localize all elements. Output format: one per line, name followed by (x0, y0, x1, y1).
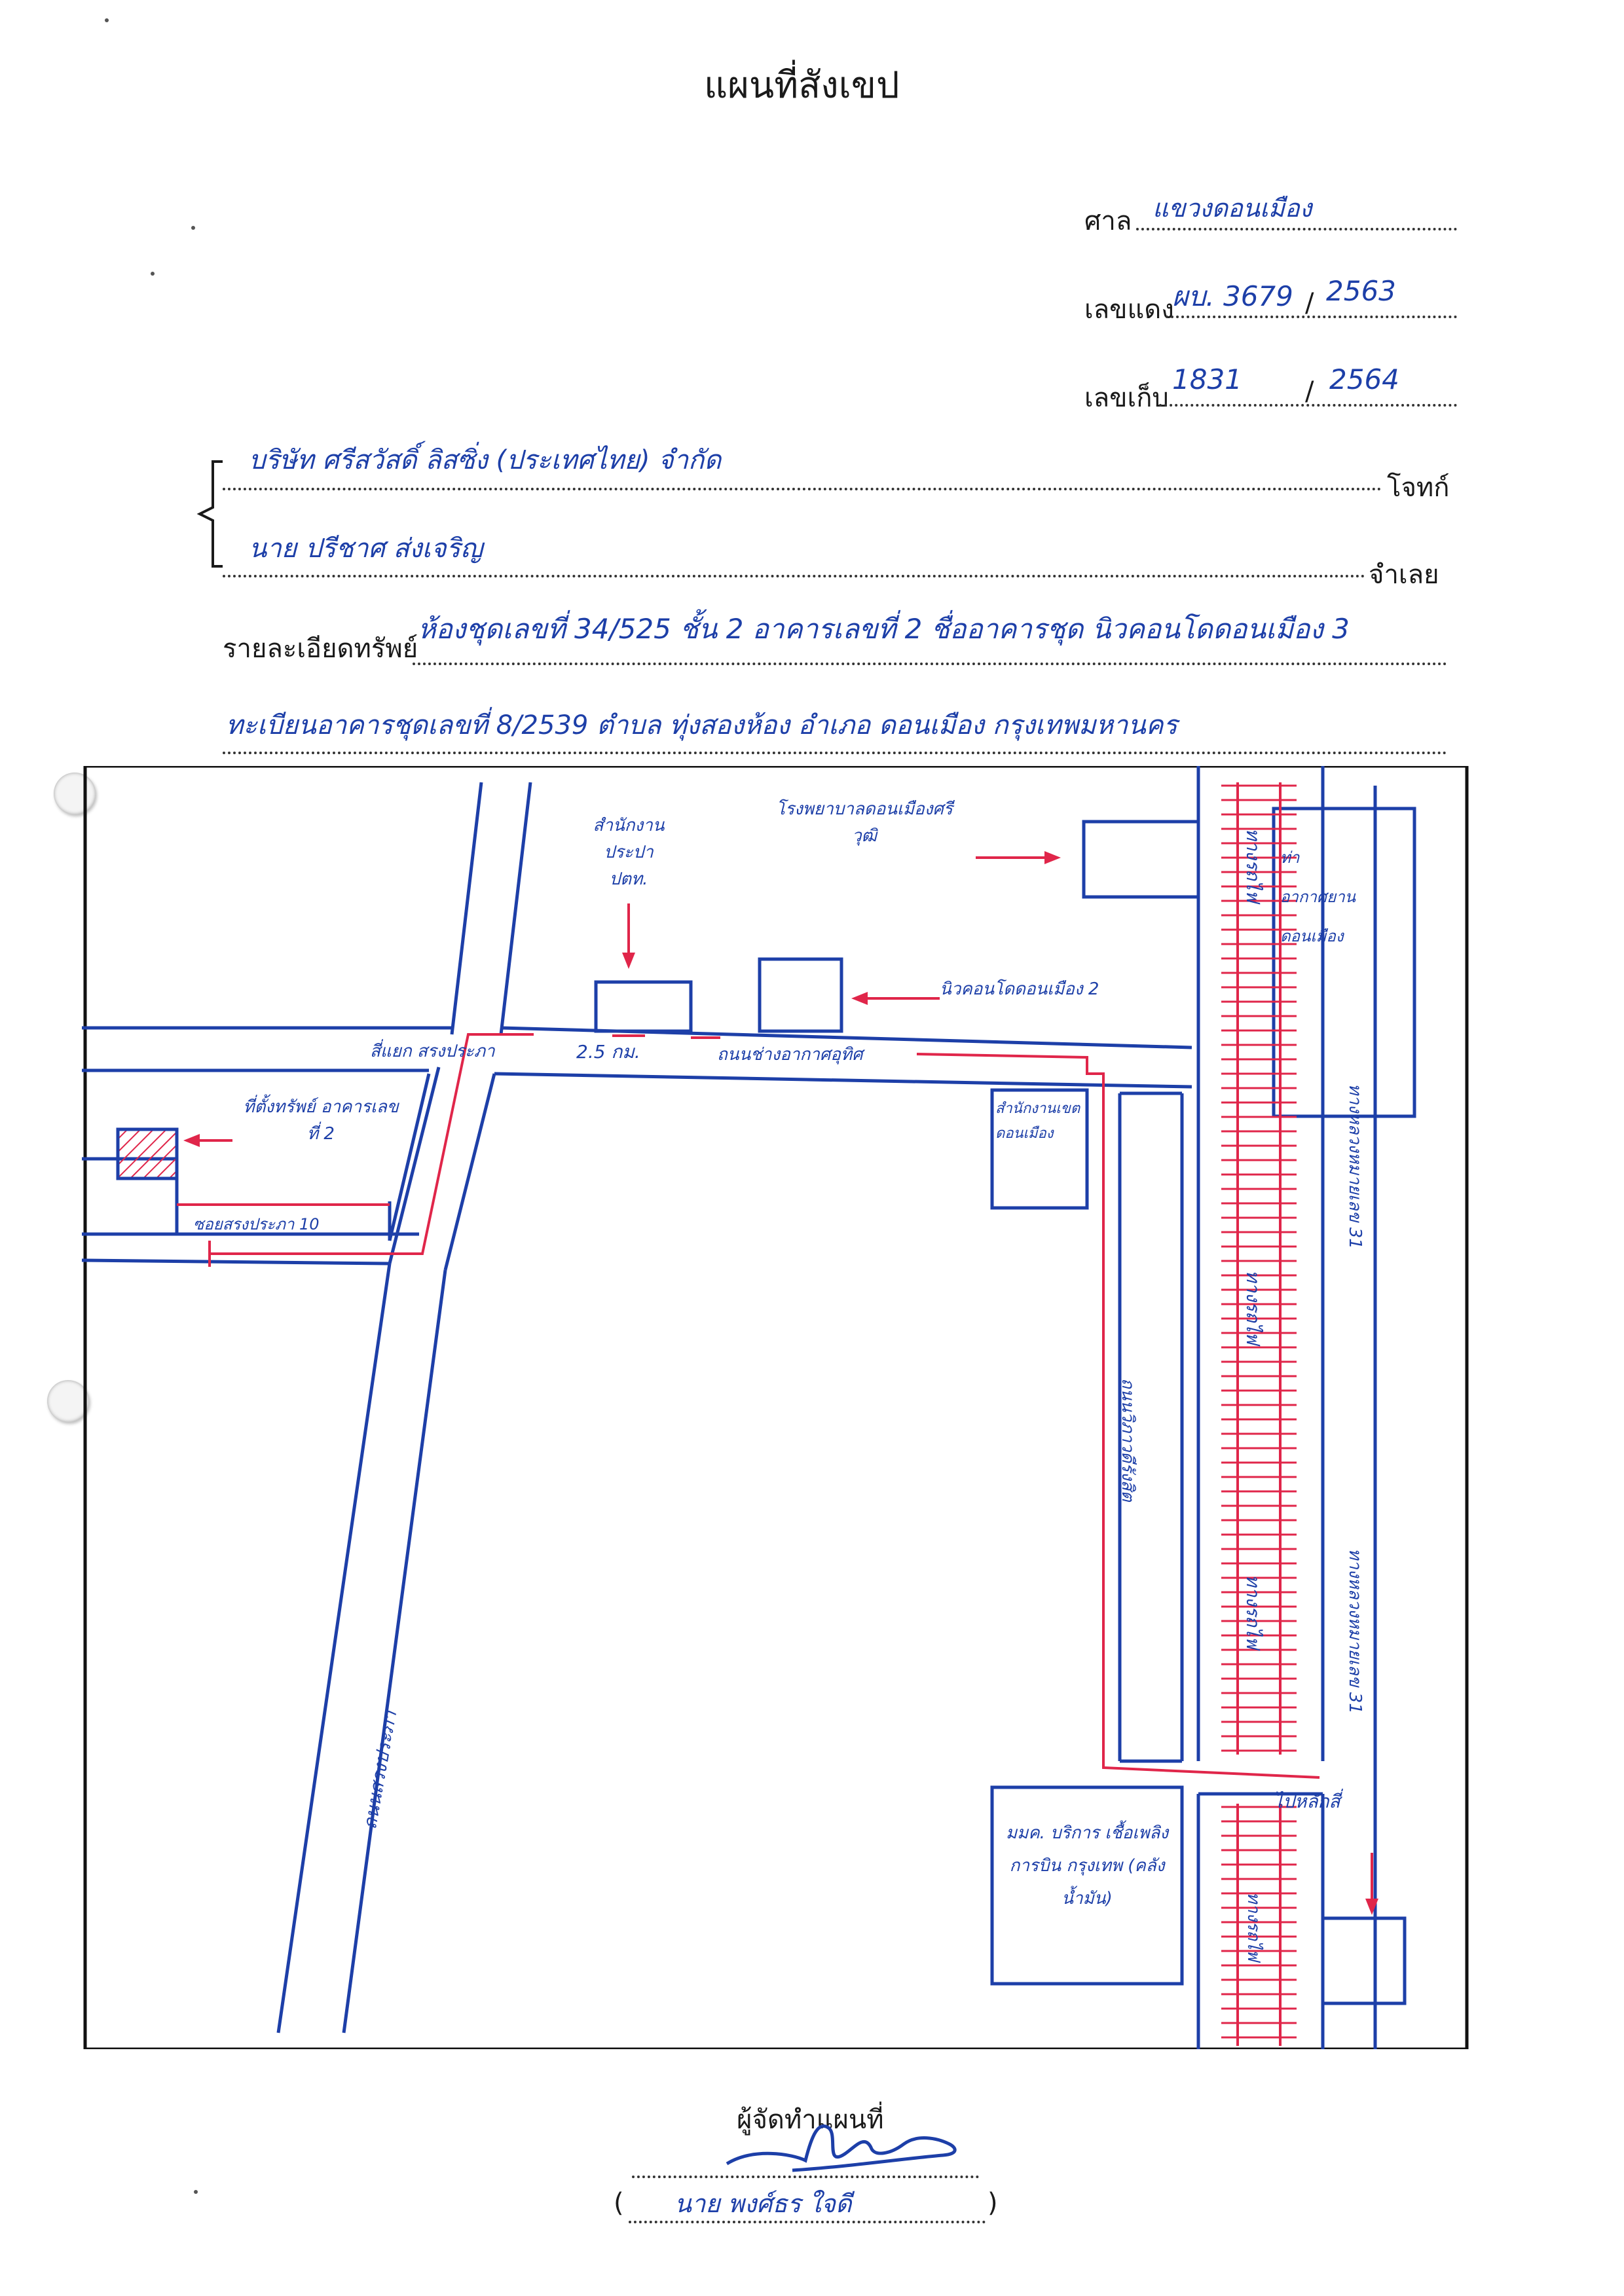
label-district-office: สำนักงานเขตดอนเมือง (995, 1101, 1080, 1142)
court-value: แขวงดอนเมือง (1153, 194, 1312, 223)
district-office-building (990, 1088, 1089, 1210)
speck (191, 226, 195, 230)
plaintiff-value: บริษัท ศรีสวัสดิ์ ลิสซิ่ง (ประเทศไทย) จำ… (249, 445, 722, 475)
label-soi: ซอยสรงประภา 10 (193, 1215, 320, 1233)
speck (194, 2190, 198, 2194)
storage-no-year: 2564 (1329, 363, 1399, 395)
punch-hole-top (54, 773, 96, 814)
defendant-label: จำเลย (1369, 560, 1439, 590)
page-title: แผนที่สังเขป (704, 64, 900, 107)
road-diagonal-north (450, 782, 532, 1035)
road-vibhavadi (1118, 1091, 1184, 1763)
label-hospital: โรงพยาบาลดอนเมืองศรีวุฒิ (776, 799, 953, 846)
arrow-property (183, 1134, 232, 1147)
arrow-hospital (976, 851, 1061, 864)
arrow-station (1365, 1853, 1378, 1915)
sketch-map: สำนักงานประปา ปตท. โรงพยาบาลดอนเมืองศรีว… (62, 766, 1470, 2049)
mapper-label: ผู้จัดทำแผนที่ (737, 2105, 884, 2135)
label-distance: 2.5 กม. (576, 1041, 640, 1063)
arrow-condo (851, 992, 940, 1005)
label-condo: นิวคอนโดดอนเมือง 2 (940, 979, 1099, 999)
court-dotted-line (1136, 228, 1457, 230)
property-line2-dotted (223, 752, 1447, 754)
black-no-year: 2563 (1326, 275, 1396, 307)
label-water-office: สำนักงานประปา ปตท. (593, 816, 665, 889)
fuel-depot-building (990, 1785, 1184, 1986)
label-property-marker: ที่ตั้งทรัพย์ อาคารเลขที่ 2 (243, 1097, 399, 1144)
defendant-dotted-line (223, 575, 1365, 577)
station-building (1321, 1916, 1407, 2005)
black-no-label: เลขแดง (1084, 295, 1174, 325)
label-chaeng: ไปหลักสี่ (1274, 1791, 1340, 1812)
speck (105, 18, 109, 22)
map-border (83, 766, 1469, 2049)
railway-corridor (1196, 766, 1377, 2049)
railway-ties (1221, 784, 1297, 2039)
label-warehouse: มมค. บริการ เชื้อเพลิง การบิน กรุงเทพ (ค… (1005, 1823, 1169, 1908)
speck (151, 272, 155, 276)
label-road-vibhavadi: ถนนวิภาวดีรังสิต (1118, 1378, 1137, 1502)
black-no-dotted-line (1166, 316, 1457, 318)
label-junction: สี่แยก สรงประภา (370, 1042, 495, 1061)
mapper-signature-dotted (632, 2176, 979, 2178)
property-building (116, 1127, 179, 1180)
storage-no-value: 1831 (1172, 363, 1242, 395)
label-railway-3: ทางรถไฟ (1242, 1575, 1264, 1649)
route-line-4 (916, 1053, 1320, 1779)
label-highway-1: ทางหลวงหมายเลข 31 (1345, 1084, 1365, 1249)
property-line1: ห้องชุดเลขที่ 34/525 ชั้น 2 อาคารเลขที่ … (418, 613, 1350, 645)
label-highway-2: ทางหลวงหมายเลข 31 (1345, 1548, 1365, 1714)
black-no-value: ผบ. 3679 (1172, 280, 1293, 312)
signature-icon (726, 2124, 957, 2172)
storage-no-label: เลขเก็บ (1084, 383, 1169, 413)
label-railway-2: ทางรถไฟ (1242, 1270, 1264, 1345)
defendant-value: นาย ปรีชาศ ส่งเจริญ (249, 534, 483, 564)
hospital-building (1082, 820, 1200, 899)
mapper-name: นาย พงศ์ธร ใจดี (674, 2189, 852, 2218)
court-label: ศาล (1084, 206, 1132, 236)
plaintiff-dotted-line (223, 488, 1382, 490)
label-railway-4: ทางรถไฟ (1244, 1892, 1263, 1961)
label-railway-1: ทางรถไฟ (1242, 828, 1264, 903)
label-road-main: ถนนช่างอากาศอุทิศ (717, 1045, 863, 1065)
route-line-1 (210, 1033, 534, 1255)
parties-bracket (196, 460, 223, 568)
paren-open: ( (614, 2188, 624, 2218)
storage-no-slash: / (1305, 376, 1314, 407)
road-diagonal-south (276, 1066, 496, 2033)
punch-hole-middle (47, 1380, 89, 1422)
label-airport: ท่าอากาศยาน ดอนเมือง (1280, 848, 1356, 945)
property-line1-dotted (413, 663, 1447, 665)
property-label: รายละเอียดทรัพย์ (223, 634, 418, 664)
storage-no-dotted-line (1159, 404, 1457, 407)
mapper-name-dotted (629, 2221, 986, 2223)
water-office-building (594, 980, 693, 1033)
condo-building (758, 957, 843, 1033)
paren-close: ) (987, 2188, 998, 2218)
arrow-water-office (622, 903, 635, 969)
black-no-slash: / (1305, 288, 1314, 318)
airport-building (1272, 807, 1416, 1118)
plaintiff-label: โจทก์ (1387, 473, 1450, 503)
sketch-map-drawing (81, 766, 1469, 2049)
property-line2: ทะเบียนอาคารชุดเลขที่ 8/2539 ตำบล ทุ่งสอ… (226, 710, 1177, 740)
